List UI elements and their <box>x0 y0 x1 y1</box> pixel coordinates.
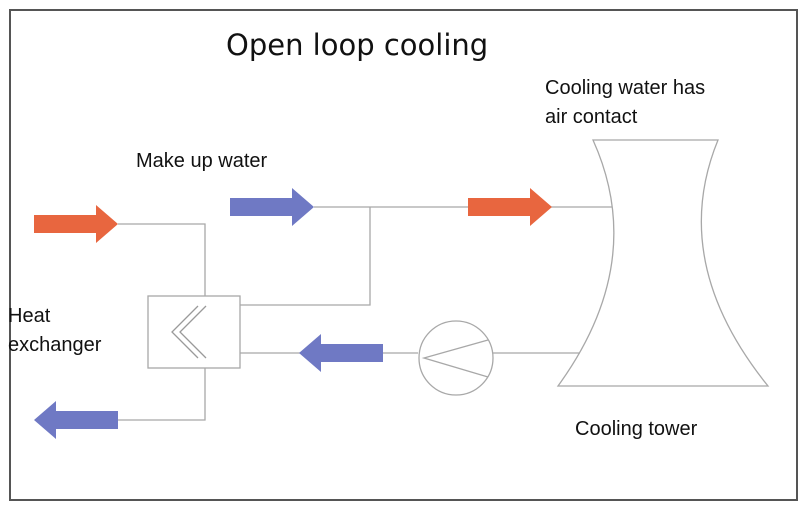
pump-icon <box>418 320 494 396</box>
heat-exchanger-icon <box>147 295 241 369</box>
hot-to-tower-arrow <box>468 188 552 226</box>
diagram-title: Open loop cooling <box>226 28 489 62</box>
hot-inlet-arrow <box>34 205 118 243</box>
cooling-tower-icon <box>556 139 770 387</box>
diagram-frame <box>9 9 798 501</box>
makeup-water-arrow <box>230 188 314 226</box>
return-to-exchanger-pipe <box>240 207 371 306</box>
cooling-tower-label: Cooling tower <box>575 418 698 440</box>
makeup-water-label: Make up water <box>136 150 268 172</box>
hot-inlet-pipe <box>118 223 206 296</box>
pipe-network <box>118 206 612 421</box>
pump-outlet-arrow <box>299 334 383 372</box>
cooled-outlet-arrow <box>34 401 118 439</box>
air-contact-label: Cooling water has air contact <box>545 77 706 128</box>
exchanger-outlet-pipe <box>118 368 206 421</box>
heat-exchanger-label: Heat exchanger <box>8 305 102 356</box>
